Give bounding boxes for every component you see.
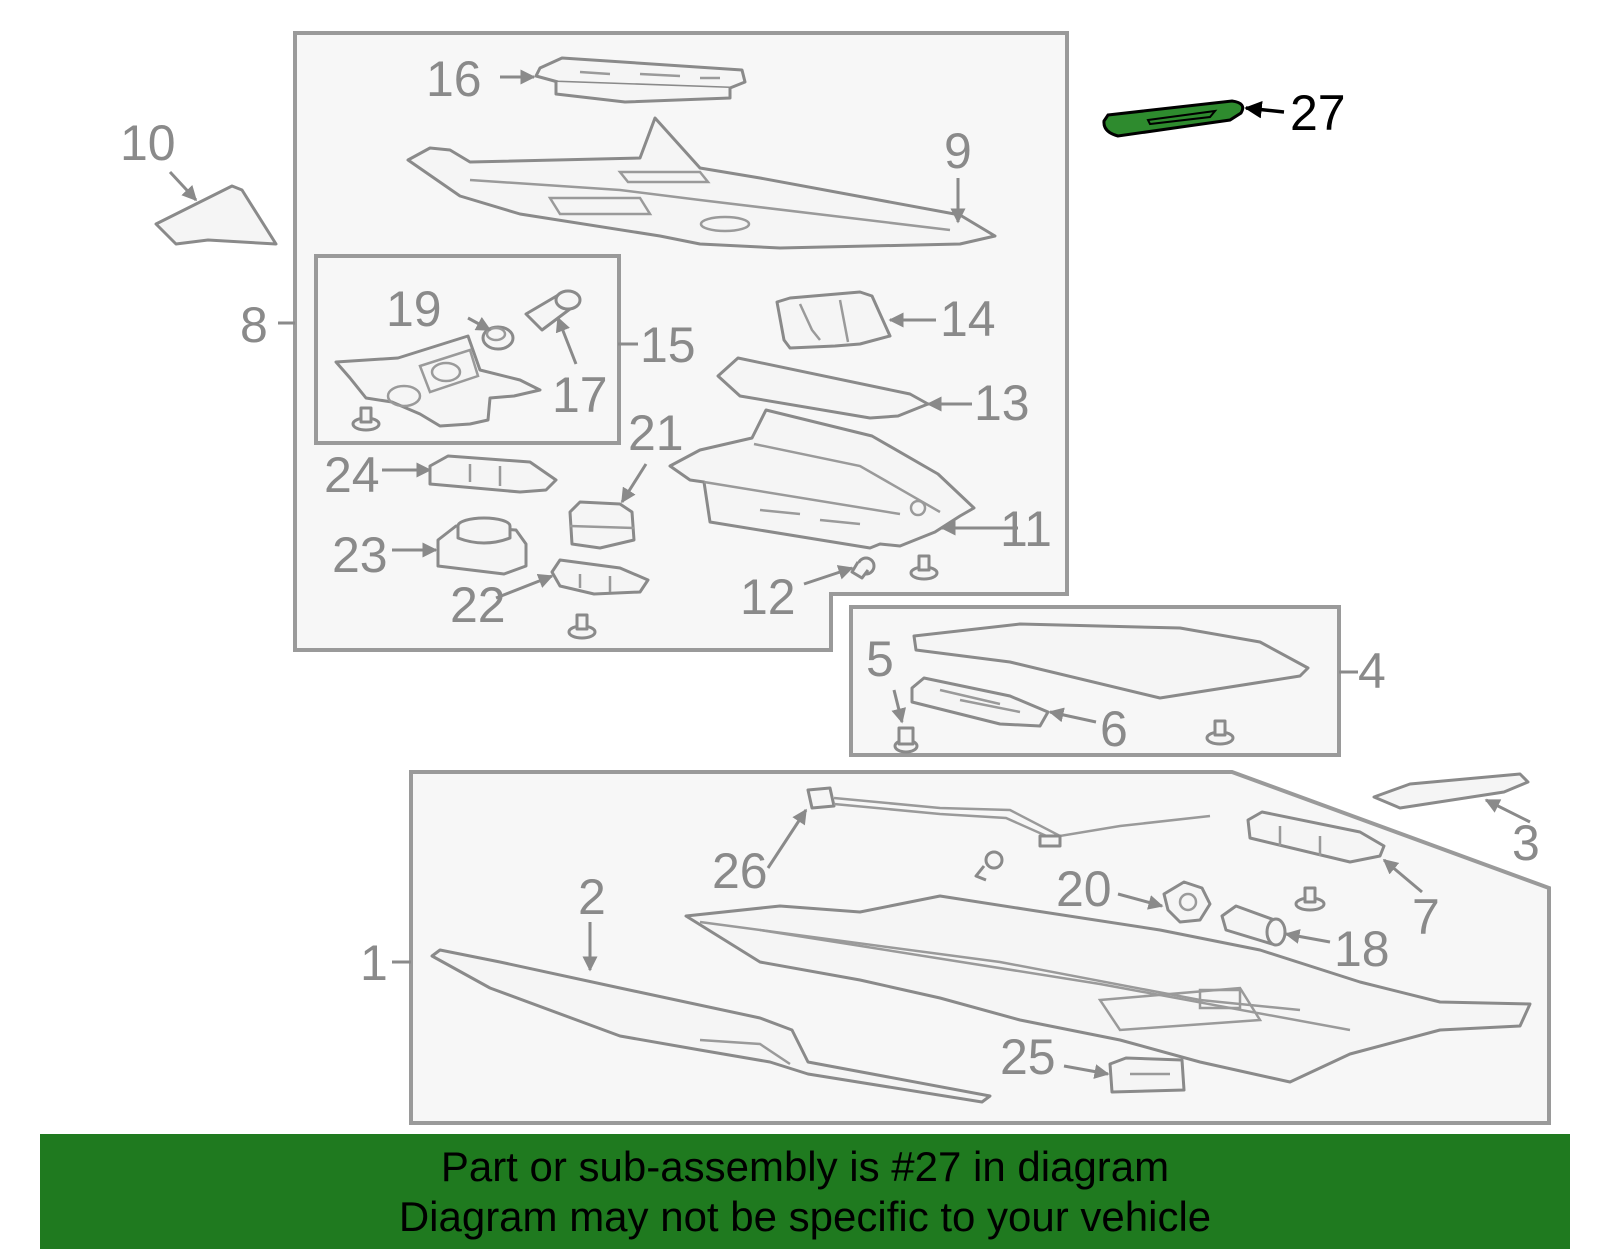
part-26-harness bbox=[806, 786, 1211, 848]
fastener-a bbox=[909, 554, 939, 581]
callout-22: 22 bbox=[450, 577, 506, 633]
callout-8: 8 bbox=[240, 297, 268, 353]
callout-16: 16 bbox=[426, 51, 482, 107]
part-16-trim-plate bbox=[534, 56, 747, 104]
fastener-b bbox=[567, 613, 597, 640]
banner-line-2: Diagram may not be specific to your vehi… bbox=[398, 1193, 1212, 1240]
part-19-grommet bbox=[481, 325, 515, 351]
part-21-switch bbox=[568, 500, 636, 550]
fastener-e bbox=[974, 850, 1004, 882]
leader-lines bbox=[168, 69, 1531, 1079]
part-23-module bbox=[436, 516, 528, 576]
callout-2: 2 bbox=[578, 869, 606, 925]
callout-25: 25 bbox=[1000, 1029, 1056, 1085]
callout-11: 11 bbox=[1000, 501, 1052, 557]
callout-23: 23 bbox=[332, 527, 388, 583]
part-20-bezel bbox=[1162, 880, 1212, 924]
part-10-side-trim bbox=[154, 184, 278, 246]
callout-12: 12 bbox=[740, 569, 796, 625]
info-banner: Part or sub-assembly is #27 in diagram D… bbox=[40, 1134, 1570, 1249]
callout-1: 1 bbox=[360, 935, 388, 991]
callout-19: 19 bbox=[386, 281, 442, 337]
callout-21: 21 bbox=[628, 405, 684, 461]
part-15-bracket bbox=[334, 334, 542, 428]
fastener-f bbox=[1294, 886, 1326, 912]
callout-14: 14 bbox=[940, 291, 996, 347]
callout-24: 24 bbox=[324, 447, 380, 503]
part-27-trim-strip bbox=[1102, 99, 1245, 138]
parts-diagram: 16 9 10 8 19 17 15 14 13 21 24 23 22 11 … bbox=[120, 31, 1551, 1125]
callout-26: 26 bbox=[712, 843, 768, 899]
part-17-socket bbox=[524, 289, 582, 332]
callout-18: 18 bbox=[1334, 921, 1390, 977]
part-2-side-panel bbox=[430, 948, 992, 1104]
part-12-clip bbox=[850, 556, 876, 580]
callout-20: 20 bbox=[1056, 861, 1112, 917]
part-6-latch bbox=[910, 676, 1050, 728]
part-3-trim bbox=[1372, 772, 1530, 810]
fastener-d bbox=[1205, 719, 1235, 746]
part-25-port bbox=[1108, 1056, 1186, 1094]
callout-3: 3 bbox=[1512, 815, 1540, 871]
callout-17: 17 bbox=[552, 367, 608, 423]
callout-27: 27 bbox=[1290, 85, 1346, 141]
part-22-bracket bbox=[550, 558, 650, 596]
callout-5: 5 bbox=[866, 631, 894, 687]
callout-15: 15 bbox=[640, 317, 696, 373]
part-24-bracket bbox=[428, 454, 558, 494]
part-13-mat bbox=[716, 356, 930, 420]
part-1-console-base bbox=[684, 894, 1532, 1084]
part-4-lid bbox=[912, 622, 1310, 700]
part-7-bracket bbox=[1246, 810, 1386, 864]
callout-6: 6 bbox=[1100, 701, 1128, 757]
part-5-bumper bbox=[893, 726, 919, 754]
callout-10: 10 bbox=[120, 115, 176, 171]
callout-9: 9 bbox=[944, 123, 972, 179]
callout-labels: 16 9 10 8 19 17 15 14 13 21 24 23 22 11 … bbox=[120, 51, 1540, 1085]
callout-4: 4 bbox=[1358, 643, 1386, 699]
fastener-c bbox=[351, 406, 381, 432]
callout-13: 13 bbox=[974, 375, 1030, 431]
callout-7: 7 bbox=[1412, 889, 1440, 945]
banner-line-1: Part or sub-assembly is #27 in diagram bbox=[440, 1143, 1170, 1190]
part-14-insert bbox=[775, 290, 892, 350]
